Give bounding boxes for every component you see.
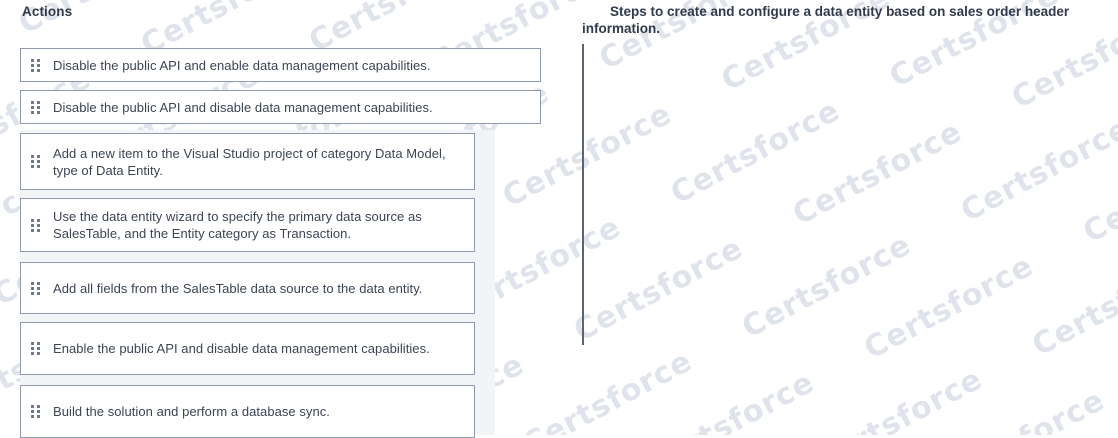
drag-handle-icon[interactable] [31, 342, 43, 355]
action-card-label: Add all fields from the SalesTable data … [53, 280, 423, 296]
steps-column-heading: Steps to create and configure a data ent… [582, 4, 1070, 36]
action-card-label: Add a new item to the Visual Studio proj… [53, 145, 446, 178]
action-card[interactable]: Enable the public API and disable data m… [20, 322, 475, 375]
action-card[interactable]: Disable the public API and enable data m… [20, 48, 541, 82]
action-card-label: Enable the public API and disable data m… [53, 341, 430, 356]
drag-handle-icon[interactable] [31, 100, 43, 114]
action-card[interactable]: Use the data entity wizard to specify th… [20, 198, 475, 252]
action-card[interactable]: Add all fields from the SalesTable data … [20, 262, 475, 314]
action-card-label: Build the solution and perform a databas… [53, 404, 330, 419]
action-card-label: Disable the public API and disable data … [53, 99, 433, 115]
drag-handle-icon[interactable] [31, 58, 43, 72]
steps-panel: Steps to create and configure a data ent… [578, 0, 1118, 435]
steps-drop-zone-line[interactable] [582, 44, 584, 345]
action-card[interactable]: Add a new item to the Visual Studio proj… [20, 133, 475, 190]
actions-column-heading: Actions [22, 4, 73, 19]
action-card[interactable]: Disable the public API and disable data … [20, 90, 541, 124]
action-card-label: Use the data entity wizard to specify th… [53, 209, 422, 241]
action-card[interactable]: Build the solution and perform a databas… [20, 385, 475, 438]
actions-panel: Actions Disable the public API and enabl… [0, 0, 541, 438]
actions-list: Disable the public API and enable data m… [0, 0, 541, 438]
drag-handle-icon[interactable] [31, 218, 43, 232]
drag-handle-icon[interactable] [31, 405, 43, 418]
action-card-label: Disable the public API and enable data m… [53, 57, 431, 73]
drag-handle-icon[interactable] [31, 155, 43, 168]
drag-handle-icon[interactable] [31, 281, 43, 295]
